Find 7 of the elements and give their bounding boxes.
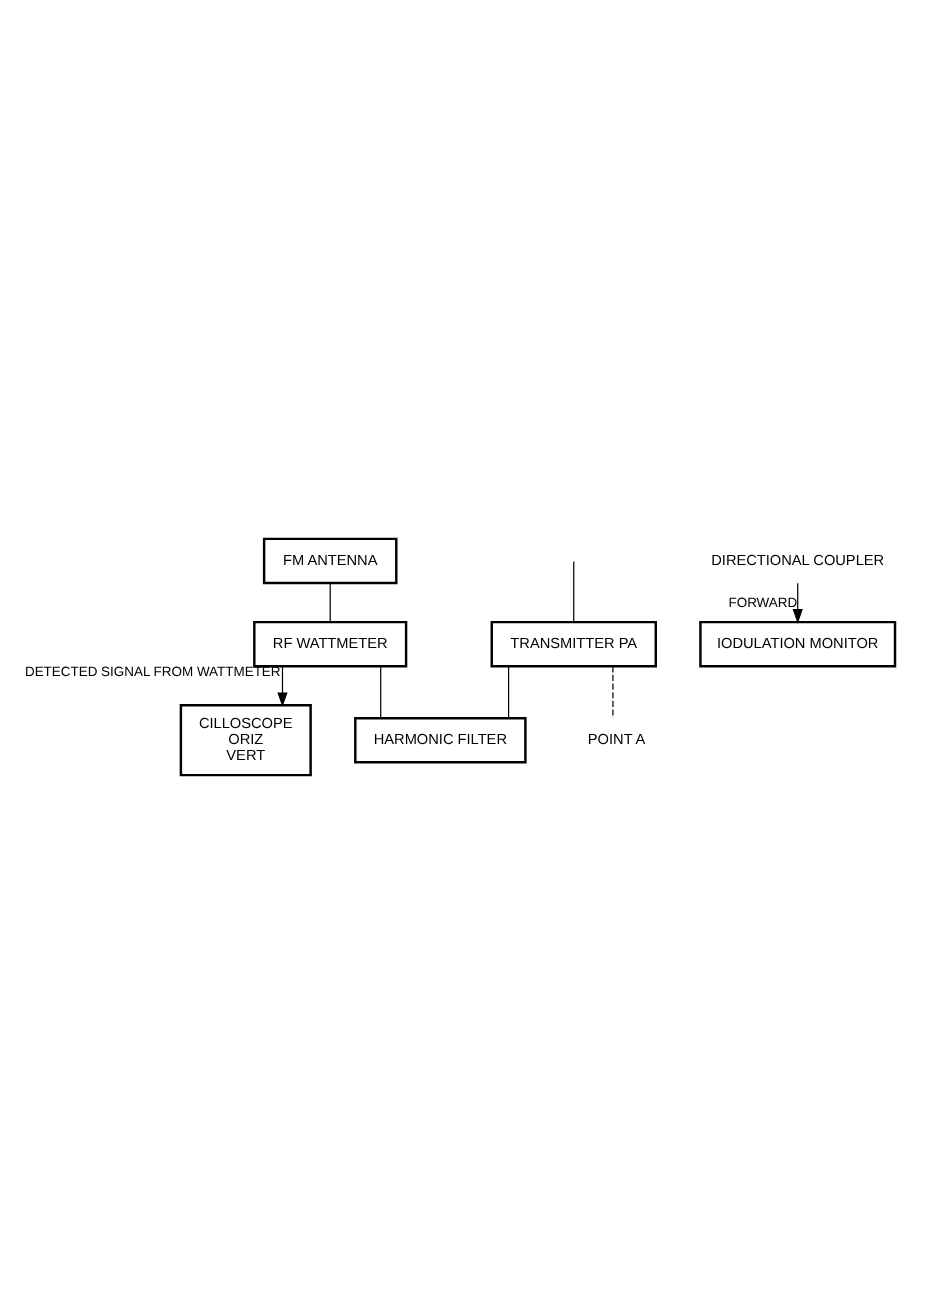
connector [573, 560, 575, 623]
arrow [277, 665, 288, 708]
connector [507, 665, 510, 719]
connector [612, 665, 614, 719]
connector [380, 665, 382, 719]
connector [329, 582, 331, 623]
arrow [792, 582, 803, 624]
